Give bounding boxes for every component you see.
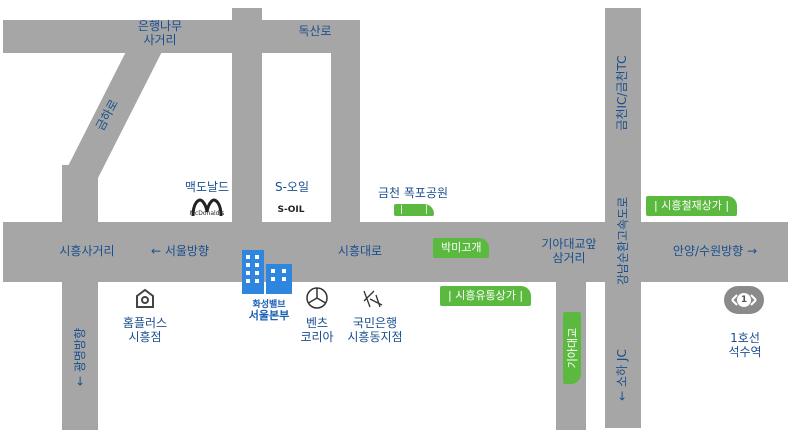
label-kia-daegyo-samgeori: 기아대교앞 삼거리 (541, 237, 597, 265)
sign-kia-daegyo: 기아대교 (563, 312, 581, 384)
sign-siheung-steel: | 시흥철재상가 | (646, 196, 738, 216)
label-doksan-ro: 독산로 (298, 24, 332, 38)
label-gwangmyeong: ← 광명방향 (73, 327, 87, 387)
label-geumcheon-falls: 금천 폭포공원 (377, 186, 449, 200)
sign-siheung-yutong: | 시흥유통상가 | (440, 286, 532, 306)
label-benz: 벤츠 코리아 (300, 316, 334, 344)
mercedes-logo-icon (306, 287, 328, 309)
soil-logo-text: S-OIL (277, 205, 305, 215)
subway-station-icon (724, 286, 764, 314)
road-middle (232, 8, 262, 223)
hwasung-office: 서울본부 (248, 309, 290, 322)
label-soha-jc: ← 소하 JC (615, 349, 629, 401)
geumcheon-falls-sign: | | (394, 204, 434, 216)
kb-bank-logo-icon (363, 290, 383, 308)
road-doksan (331, 20, 360, 223)
sign-kia-daegyo-text: 기아대교 (566, 327, 579, 369)
road-geumha (62, 20, 178, 178)
building-icon (242, 250, 292, 294)
road-top (3, 20, 360, 53)
label-kb-bank: 국민은행 시흥동지점 (347, 316, 403, 344)
sign-bakmi-gogae: 박미고개 (433, 238, 490, 258)
hwasung-brand: 화성밸브 (252, 300, 286, 310)
station-line-number: 1 (740, 295, 748, 305)
label-anyang-suwon: 안양/수원방향 → (672, 244, 758, 258)
label-homeplus: 홈플러스 시흥점 (122, 316, 168, 344)
label-eunhaeng-namu: 은행나무 사거리 (137, 19, 183, 47)
mcdonalds-logo-text: McDonald's (189, 210, 225, 217)
label-soil: S-오일 (274, 180, 310, 194)
road-siheung-daero (3, 222, 788, 282)
homeplus-icon (136, 288, 154, 308)
road-network (3, 8, 788, 430)
label-gangnam-sunhwan: 강남순환고속도로 (616, 196, 630, 286)
label-siheung-daero: 시흥대로 (337, 244, 383, 258)
label-station: 1호선 석수역 (728, 331, 762, 359)
mcdonalds-logo-icon (191, 198, 223, 217)
road-gwangmyeong (62, 165, 98, 430)
label-geumcheon-ic: 금천IC/금천TC (615, 55, 629, 131)
label-mcdonalds: 맥도날드 (184, 180, 230, 194)
label-siheung-sageori: 시흥사거리 (59, 244, 115, 258)
road-gangnam-sunhwan (605, 8, 641, 428)
label-seoul-direction: ← 서울방향 (150, 244, 210, 258)
